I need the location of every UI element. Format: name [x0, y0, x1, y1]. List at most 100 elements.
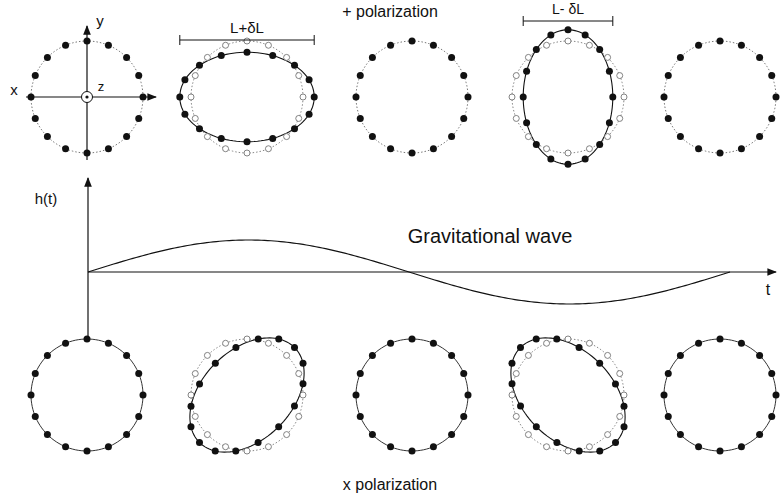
original-particle — [565, 448, 571, 454]
test-particle — [768, 72, 775, 79]
test-particle — [244, 138, 251, 145]
test-particle — [695, 145, 702, 152]
test-particle — [576, 344, 583, 351]
original-particle — [605, 432, 611, 438]
original-particle — [244, 38, 250, 44]
original-particle — [565, 38, 571, 44]
test-particle — [606, 68, 613, 75]
test-particle — [232, 448, 239, 455]
test-particle — [306, 111, 313, 118]
original-particle — [244, 448, 250, 454]
test-particle — [756, 54, 763, 61]
h-axis — [87, 178, 88, 342]
test-particle — [62, 42, 69, 49]
test-particle — [387, 42, 394, 49]
reference-circle — [356, 41, 468, 153]
length-label: L- δL — [550, 1, 586, 17]
length-bar — [523, 16, 613, 26]
test-particle — [387, 145, 394, 152]
axis-label: t — [764, 281, 772, 299]
test-particle — [196, 439, 203, 446]
original-particle — [192, 413, 198, 419]
test-particle — [565, 26, 572, 33]
test-particle — [661, 94, 668, 101]
test-particle — [306, 76, 313, 83]
test-particle — [773, 94, 780, 101]
ring-of-particles — [508, 335, 627, 454]
test-particle — [756, 431, 763, 438]
test-particle — [291, 62, 298, 69]
original-particle — [300, 94, 306, 100]
test-particle — [409, 38, 416, 45]
test-particle — [665, 115, 672, 122]
test-particle — [357, 72, 364, 79]
test-particle — [135, 72, 142, 79]
ring-of-particles — [661, 336, 780, 455]
reference-circle — [664, 339, 776, 451]
reference-circle — [191, 41, 303, 153]
axis-label: x — [8, 81, 20, 98]
original-particle — [204, 134, 210, 140]
original-particle — [296, 73, 302, 79]
test-particle — [105, 340, 112, 347]
test-particle — [255, 439, 262, 446]
test-particle — [509, 380, 516, 387]
original-particle — [565, 336, 571, 342]
test-particle — [32, 72, 39, 79]
original-particle — [525, 352, 531, 358]
test-particle — [596, 448, 603, 455]
original-particle — [223, 42, 229, 48]
test-particle — [547, 31, 554, 38]
original-particle — [204, 352, 210, 358]
original-particle — [223, 146, 229, 152]
original-particle — [265, 42, 271, 48]
test-particle — [520, 94, 527, 101]
test-particle — [695, 340, 702, 347]
original-particle — [525, 54, 531, 60]
test-particle — [717, 38, 724, 45]
length-bar — [180, 35, 314, 45]
test-particle — [300, 380, 307, 387]
original-particle — [525, 432, 531, 438]
original-particle — [265, 340, 271, 346]
test-particle — [768, 413, 775, 420]
test-particle — [665, 370, 672, 377]
test-particle — [565, 161, 572, 168]
test-particle — [32, 115, 39, 122]
test-particle — [44, 54, 51, 61]
ring-of-particles — [661, 38, 780, 157]
test-particle — [768, 115, 775, 122]
original-particle — [586, 146, 592, 152]
test-particle — [275, 335, 282, 342]
test-particle — [105, 42, 112, 49]
test-particle — [44, 431, 51, 438]
test-particle — [430, 340, 437, 347]
test-particle — [596, 46, 603, 53]
length-label: L+δL — [228, 19, 266, 36]
wave-curve — [88, 240, 730, 304]
test-particle — [409, 336, 416, 343]
axis-label: y — [94, 12, 106, 29]
time-axis — [88, 271, 776, 272]
original-particle — [265, 444, 271, 450]
test-particle — [275, 423, 282, 430]
reference-circle — [31, 339, 143, 451]
original-particle — [621, 94, 627, 100]
test-particle — [677, 54, 684, 61]
original-particle — [544, 340, 550, 346]
original-particle — [586, 42, 592, 48]
original-particle — [544, 146, 550, 152]
original-particle — [565, 150, 571, 156]
test-particle — [460, 370, 467, 377]
original-particle — [509, 94, 515, 100]
original-particle — [509, 392, 515, 398]
test-particle — [547, 156, 554, 163]
test-particle — [533, 141, 540, 148]
test-particle — [32, 413, 39, 420]
test-particle — [181, 111, 188, 118]
test-particle — [409, 150, 416, 157]
test-particle — [609, 94, 616, 101]
test-particle — [269, 52, 276, 59]
original-particle — [244, 336, 250, 342]
test-particle — [232, 344, 239, 351]
